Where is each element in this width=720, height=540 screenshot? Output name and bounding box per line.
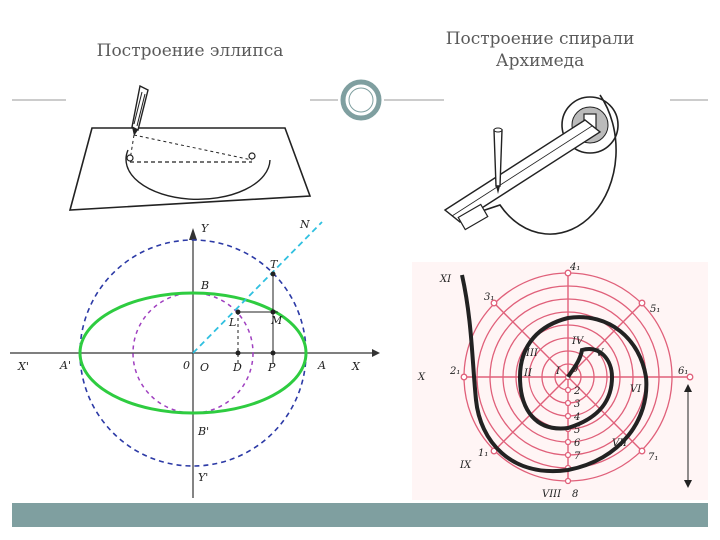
spiral-arc xyxy=(469,94,617,235)
ornament-ring-icon xyxy=(340,79,382,121)
spiral-label-1-1: 1₁ xyxy=(478,448,488,459)
spiral-label-8: 8 xyxy=(572,489,578,500)
spiral-label-3-1: 3₁ xyxy=(484,292,494,303)
pin-left-icon xyxy=(126,154,134,162)
spiral-label-2-1: 2₁ xyxy=(449,366,460,377)
spiral-label-vii: VII xyxy=(612,438,628,449)
label-y: Y xyxy=(201,222,210,235)
slide-title-spiral-line1: Построение спирали xyxy=(445,29,635,49)
spiral-label-ii: II xyxy=(523,368,533,379)
disk-outer xyxy=(561,96,619,154)
dimension-arrow-top-icon xyxy=(684,384,692,392)
spiral-label-iv: IV xyxy=(571,336,585,347)
point-l xyxy=(235,309,241,315)
spiral-label-iii: III xyxy=(525,348,539,359)
spiral-label-6: 6 xyxy=(574,438,581,449)
spiral-label-5-1: 5₁ xyxy=(650,304,660,315)
label-n: N xyxy=(299,218,310,231)
label-b-neg: B' xyxy=(197,425,209,438)
label-b: B xyxy=(200,279,209,292)
spiral-curve xyxy=(460,274,649,474)
label-x: X xyxy=(351,360,361,373)
paper-sheet xyxy=(68,127,312,211)
label-l: L xyxy=(228,316,236,329)
label-x-neg: X' xyxy=(17,360,29,373)
spiral-label-5: 5 xyxy=(574,425,580,436)
green-ellipse xyxy=(78,291,308,415)
bottom-bar xyxy=(12,503,708,527)
label-t: T xyxy=(270,258,279,271)
spiral-label-6-1: 6₁ xyxy=(678,366,688,377)
label-p: P xyxy=(267,361,276,374)
x-axis-arrow-icon xyxy=(372,349,380,357)
string-right xyxy=(133,134,253,161)
radial-line-on xyxy=(192,221,323,354)
spiral-label-viii: VIII xyxy=(542,489,562,500)
spiral-label-xi: XI xyxy=(439,274,452,285)
spiral-label-v: V xyxy=(596,348,605,359)
point-p xyxy=(270,350,276,356)
spiral-label-x: X xyxy=(417,372,426,383)
pencil-icon xyxy=(131,84,149,136)
spiral-label-zero: 0 xyxy=(572,364,579,375)
slide-title-ellipse: Построение эллипса xyxy=(96,41,284,61)
spiral-label-4: 4 xyxy=(573,412,580,423)
drawn-ellipse-arc xyxy=(125,149,271,201)
ruler-groove xyxy=(451,125,593,217)
label-a: A xyxy=(317,359,326,372)
point-m xyxy=(270,309,276,315)
spiral-label-vi: VI xyxy=(630,384,642,395)
spiral-label-2: 2 xyxy=(573,386,580,397)
spiral-label-ix: IX xyxy=(459,460,472,471)
spiral-label-7-1: 7₁ xyxy=(648,452,658,463)
point-t xyxy=(270,271,276,277)
slider-block xyxy=(457,203,489,231)
slide-title-spiral: Построение спирали Архимеда xyxy=(390,28,690,72)
label-o: O xyxy=(200,361,209,374)
pin-right-icon xyxy=(248,152,256,160)
pencil-spiral-icon xyxy=(493,127,503,194)
label-d: D xyxy=(232,361,242,374)
point-d xyxy=(235,350,241,356)
slide-title-spiral-line2: Архимеда xyxy=(495,51,585,71)
spiral-label-i: I xyxy=(555,366,561,377)
spiral-background xyxy=(412,262,708,500)
label-y-neg: Y' xyxy=(198,471,208,484)
y-axis-arrow-icon xyxy=(189,228,197,240)
label-zero: 0 xyxy=(183,359,190,372)
label-a-neg: A' xyxy=(59,359,71,372)
spiral-label-4-1: 4₁ xyxy=(569,262,580,273)
spiral-label-3: 3 xyxy=(574,399,580,410)
dimension-arrow-bottom-icon xyxy=(684,480,692,488)
string-left xyxy=(129,134,135,161)
label-m: M xyxy=(270,314,283,327)
spiral-label-7: 7 xyxy=(574,451,581,462)
